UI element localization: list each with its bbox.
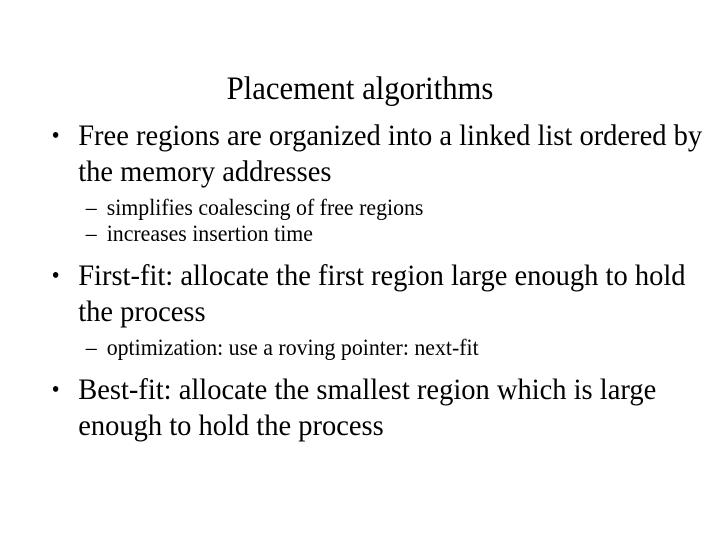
list-item-label: Best-fit: allocate the smallest region w… <box>78 373 657 442</box>
list-item: – simplifies coalescing of free regions <box>44 195 720 221</box>
list-item: – increases insertion time <box>44 221 720 247</box>
list-item: • Free regions are organized into a link… <box>44 118 705 190</box>
list-item-label: First-fit: allocate the first region lar… <box>78 259 686 328</box>
dash-bullet-icon: – <box>85 195 97 220</box>
bullet-icon: • <box>51 377 60 403</box>
page-title: Placement algorithms <box>226 71 494 108</box>
bullet-icon: • <box>51 123 60 149</box>
spacer <box>44 361 684 372</box>
list-item: • First-fit: allocate the first region l… <box>44 258 705 330</box>
list-item: – optimization: use a roving pointer: ne… <box>44 335 720 361</box>
slide-body: • Free regions are organized into a link… <box>44 118 702 444</box>
list-item-label: simplifies coalescing of free regions <box>106 195 424 220</box>
dash-bullet-icon: – <box>85 221 97 246</box>
dash-bullet-icon: – <box>85 335 97 360</box>
list-item-label: increases insertion time <box>106 221 313 246</box>
list-item-label: optimization: use a roving pointer: next… <box>106 335 479 360</box>
bullet-icon: • <box>51 263 60 289</box>
list-item: • Best-fit: allocate the smallest region… <box>44 372 705 444</box>
list-item-label: Free regions are organized into a linked… <box>78 119 703 188</box>
spacer <box>44 247 684 258</box>
